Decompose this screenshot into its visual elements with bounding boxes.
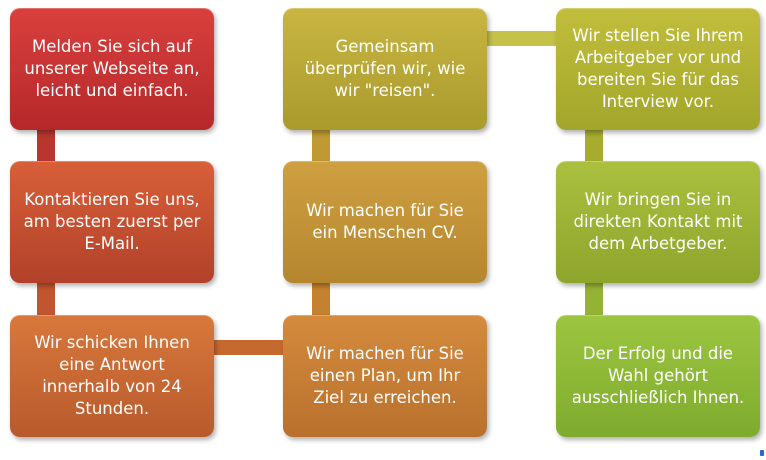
connector-4-5 — [312, 281, 330, 317]
step-7-box: Wir stellen Sie Ihrem Arbeitgeber vor un… — [556, 8, 760, 130]
connector-2-3 — [37, 281, 55, 317]
connector-1-2 — [37, 128, 55, 164]
connector-8-9 — [585, 281, 603, 317]
connector-3-4 — [212, 340, 285, 355]
connector-5-6 — [312, 128, 330, 164]
step-1-box: Melden Sie sich auf unserer Webseite an,… — [10, 8, 214, 130]
step-4-text: Wir machen für Sie einen Plan, um Ihr Zi… — [306, 344, 464, 407]
step-2-text: Kontaktieren Sie uns, am besten zuerst p… — [23, 190, 201, 253]
step-5-box: Wir machen für Sie ein Menschen CV. — [283, 161, 487, 283]
connector-7-8 — [585, 128, 603, 164]
step-2-box: Kontaktieren Sie uns, am besten zuerst p… — [10, 161, 214, 283]
step-4-box: Wir machen für Sie einen Plan, um Ihr Zi… — [283, 315, 487, 437]
step-5-text: Wir machen für Sie ein Menschen CV. — [306, 201, 464, 242]
step-6-box: Gemeinsam überprüfen wir, wie wir "reise… — [283, 8, 487, 130]
step-6-text: Gemeinsam überprüfen wir, wie wir "reise… — [304, 37, 466, 100]
step-9-box: Der Erfolg und die Wahl gehört ausschlie… — [556, 315, 760, 437]
connector-6-7 — [485, 31, 558, 46]
step-3-box: Wir schicken Ihnen eine Antwort innerhal… — [10, 315, 214, 437]
step-1-text: Melden Sie sich auf unserer Webseite an,… — [24, 37, 200, 100]
corner-mark — [760, 450, 764, 456]
step-8-box: Wir bringen Sie in direkten Kontakt mit … — [556, 161, 760, 283]
step-7-text: Wir stellen Sie Ihrem Arbeitgeber vor un… — [572, 26, 744, 111]
step-8-text: Wir bringen Sie in direkten Kontakt mit … — [573, 190, 743, 253]
step-9-text: Der Erfolg und die Wahl gehört ausschlie… — [571, 344, 745, 407]
step-3-text: Wir schicken Ihnen eine Antwort innerhal… — [34, 333, 190, 418]
